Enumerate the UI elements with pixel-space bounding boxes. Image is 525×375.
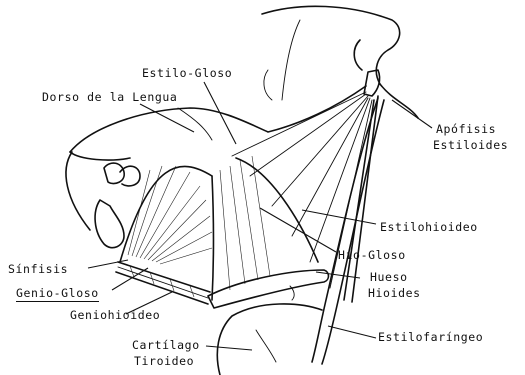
- genioglossus-fan: [120, 166, 212, 264]
- label-tiroideo: Tiroideo: [134, 354, 194, 368]
- label-hioides: Hioides: [368, 286, 421, 300]
- hyoid-bone: [208, 270, 329, 308]
- label-sinfisis: Sínfisis: [8, 262, 68, 276]
- thyroid-cartilage: [217, 304, 322, 375]
- label-hio-gloso: Hio-Gloso: [338, 248, 406, 262]
- label-apofisis: Apófisis: [436, 122, 496, 136]
- label-estilohioideo: Estilohioideo: [380, 220, 478, 234]
- label-geniohioideo: Geniohioideo: [70, 308, 160, 322]
- label-cartilago: Cartílago: [132, 338, 200, 352]
- geniohyoid-band: [116, 262, 210, 304]
- label-genio-gloso: Genio-Gloso: [16, 286, 99, 302]
- label-dorso-lengua: Dorso de la Lengua: [42, 90, 177, 104]
- label-estiloides: Estiloides: [433, 138, 508, 152]
- label-hueso: Hueso: [370, 270, 408, 284]
- label-estilofaringeo: Estilofaríngeo: [378, 330, 483, 344]
- label-estilo-gloso: Estilo-Gloso: [142, 66, 232, 80]
- hyoglossus-muscle: [212, 156, 318, 300]
